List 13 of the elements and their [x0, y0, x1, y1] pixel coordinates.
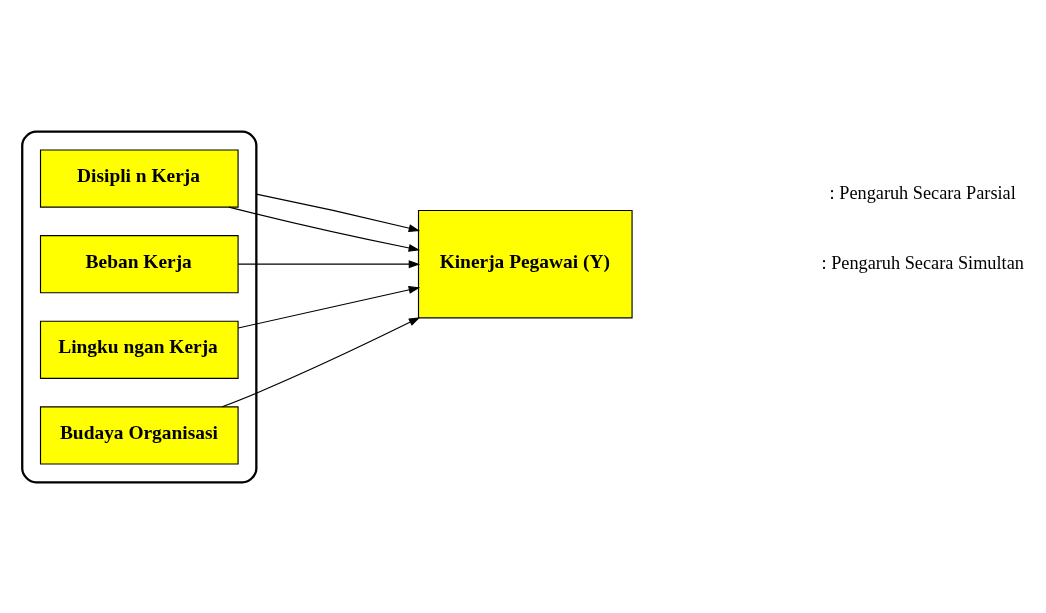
node-box: Beban Kerja	[39, 234, 239, 293]
cluster	[21, 130, 258, 483]
node-box: Kinerja Pegawai (Y)	[417, 209, 633, 318]
legend-label: : Pengaruh Secara Simultan	[821, 252, 1024, 273]
node-box: Lingku ngan Kerja	[39, 320, 239, 379]
node-box: Budaya Organisasi	[39, 405, 239, 465]
arrow	[228, 206, 421, 252]
arrow	[237, 285, 421, 329]
arrow	[237, 259, 421, 268]
legend-label: : Pengaruh Secara Parsial	[829, 182, 1016, 203]
arrow	[255, 193, 421, 232]
arrow	[221, 316, 421, 407]
node-box: Disipli n Kerja	[39, 148, 239, 208]
